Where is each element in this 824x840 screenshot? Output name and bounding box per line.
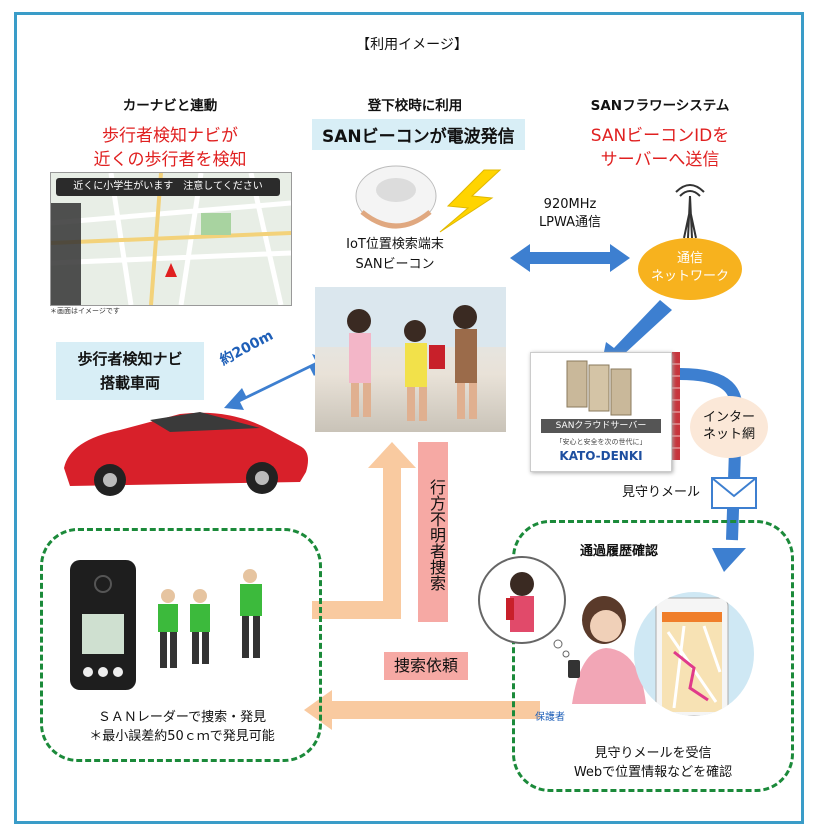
smartphone-circle [634,592,754,716]
distance-double-arrow [224,354,330,410]
network-line1: 通信 [676,251,703,266]
comm-network-bubble: 通信 ネットワーク [638,238,742,300]
receive-caption-line1: 見守りメールを受信 [594,746,712,761]
missing-person-search-box: 行方不明者捜索 [418,442,448,622]
pedestrian-detect-line2: 近くの歩行者を検知 [93,150,247,170]
car-nav-heading: カーナビと連動 [122,98,218,114]
guardian-label: 保護者 [535,712,565,723]
children-figures [315,287,506,421]
search-upward-arrow [312,464,401,619]
internet-line2: ネット網 [702,427,755,442]
search-request-box: 捜索依頼 [384,652,468,680]
send-id-line1: SANビーコンIDを [590,126,730,146]
server-rack-icon [566,360,632,416]
antenna-icon [675,184,705,239]
send-id-line2: サーバーへ送信 [600,150,720,170]
pedestrian-detect-line1: 歩行者検知ナビが [102,126,238,146]
radar-caption-line1: ＳＡＮレーダーで捜索・発見 [97,710,267,725]
vehicle-label-line2: 搭載車両 [99,374,160,392]
watch-mail-label: 見守りメール [622,485,701,500]
cloud-server-box: SANクラウドサーバー 「安心と安全を次の世代に」 KATO-DENKI [530,352,672,472]
guardian-group [512,520,794,792]
server-subtitle: 「安心と安全を次の世代に」 [555,438,647,446]
nav-warning-banner: 近くに小学生がいます 注意してください [56,178,280,196]
children-photo [315,287,506,432]
san-beacon-device-icon [355,165,437,229]
mail-icon [711,477,757,509]
lightning-bolt-icon [439,169,502,233]
comm-label-line1: 920MHz [543,197,597,212]
iot-device-label-line2: SANビーコン [355,257,435,272]
radar-caption-line2: ＊最小誤差約50ｃｍで発見可能 [89,729,275,744]
history-heading: 通過履歴確認 [580,544,659,559]
search-team-icon [158,569,262,668]
smartphone-map-icon [655,597,729,716]
nav-caption: ＊画面はイメージです [50,307,120,315]
internet-cloud: インター ネット網 [690,396,768,458]
child-thought-bubble [478,556,566,644]
beacon-transmits-highlight: SANビーコンが電波発信 [312,119,525,150]
diagram-title: 【利用イメージ】 [356,37,468,53]
lpwa-double-arrow [510,244,630,272]
child-figure-icon [506,572,534,632]
receive-caption: 見守りメールを受信 Webで位置情報などを確認 [520,744,786,782]
radar-search-group [40,528,322,762]
diagram-frame [14,12,804,824]
comm-label-line2: LPWA通信 [538,215,602,230]
vehicle-label-box: 歩行者検知ナビ 搭載車両 [56,342,204,400]
san-flower-heading: SANフラワーシステム [590,98,730,114]
server-label: SANクラウドサーバー [541,419,661,433]
san-radar-device-icon [70,560,136,690]
iot-device-label-line1: IoT位置検索端末 [346,237,444,252]
radar-caption: ＳＡＮレーダーで捜索・発見 ＊最小誤差約50ｃｍで発見可能 [50,708,314,746]
vehicle-label-line1: 歩行者検知ナビ [77,350,183,368]
server-brand: KATO-DENKI [559,449,643,463]
school-use-heading: 登下校時に利用 [367,98,463,114]
internet-line1: インター [702,410,755,425]
receive-caption-line2: Webで位置情報などを確認 [573,765,733,780]
red-car-icon [64,412,308,496]
network-line2: ネットワーク [650,269,729,284]
